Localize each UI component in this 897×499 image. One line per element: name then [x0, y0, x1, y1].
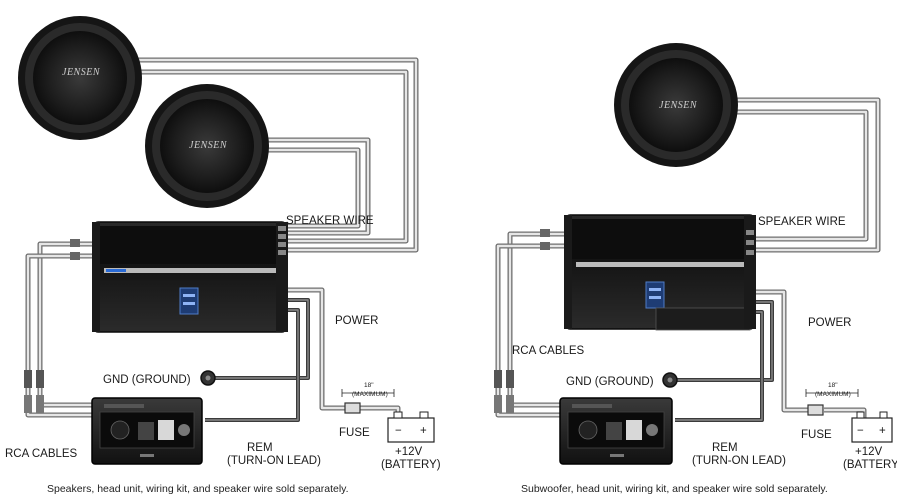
battery-plus: +: [879, 425, 886, 437]
head-unit: [91, 397, 203, 465]
label-speaker-wire: SPEAKER WIRE: [758, 216, 846, 228]
battery-minus: −: [395, 425, 402, 437]
head-unit: [559, 397, 673, 465]
brand-label: JENSEN: [189, 140, 228, 151]
label-rem: REM: [712, 442, 738, 454]
rem-wire-left: [205, 308, 300, 422]
label-rem-sub: (TURN-ON LEAD): [227, 455, 321, 467]
battery-plus: +: [420, 425, 427, 437]
label-battery: (BATTERY): [843, 459, 897, 471]
length-value: 18": [364, 382, 374, 389]
length-marker: 18" (MAXIMUM): [805, 382, 859, 398]
speaker-wire-right: [712, 97, 881, 253]
label-rca-cables: RCA CABLES: [512, 345, 585, 357]
label-rem-sub: (TURN-ON LEAD): [692, 455, 786, 467]
label-power: POWER: [335, 315, 378, 327]
rca-cables-left: [24, 239, 94, 418]
caption-left: Speakers, head unit, wiring kit, and spe…: [47, 483, 349, 495]
label-speaker-wire: SPEAKER WIRE: [286, 215, 374, 227]
caption-right: Subwoofer, head unit, wiring kit, and sp…: [521, 483, 828, 495]
label-fuse: FUSE: [801, 429, 832, 441]
label-battery-voltage: +12V: [395, 446, 423, 458]
rca-cables-right: [494, 229, 566, 418]
ground-wire-right: [662, 300, 774, 388]
label-power: POWER: [808, 317, 851, 329]
speaker-wire-left: [110, 57, 419, 253]
length-value: 18": [828, 382, 838, 389]
label-rca-cables: RCA CABLES: [5, 448, 78, 460]
battery-minus: −: [857, 425, 864, 437]
diagram-single-speaker: JENSEN: [494, 43, 897, 495]
label-battery: (BATTERY): [381, 459, 441, 471]
length-marker: 18" (MAXIMUM): [341, 382, 395, 398]
brand-label: JENSEN: [62, 67, 101, 78]
diagram-dual-speaker: JENSEN JENSEN: [5, 16, 441, 495]
length-note: (MAXIMUM): [352, 391, 388, 398]
brand-label: JENSEN: [659, 100, 698, 111]
label-battery-voltage: +12V: [855, 446, 883, 458]
fuse: [344, 402, 361, 414]
label-gnd: GND (GROUND): [566, 376, 654, 388]
fuse: [807, 404, 824, 416]
amplifier: [564, 214, 756, 331]
label-gnd: GND (GROUND): [103, 374, 191, 386]
battery: − +: [387, 411, 435, 443]
subwoofer-2: JENSEN: [145, 84, 269, 208]
power-wire-left: [288, 287, 401, 420]
label-rem: REM: [247, 442, 273, 454]
rem-wire-right: [675, 310, 764, 422]
subwoofer-1: JENSEN: [18, 16, 142, 140]
amplifier: [92, 221, 288, 333]
battery: − +: [851, 411, 893, 443]
length-note: (MAXIMUM): [815, 391, 851, 398]
subwoofer: JENSEN: [614, 43, 738, 167]
label-fuse: FUSE: [339, 427, 370, 439]
ground-wire-left: [200, 298, 310, 386]
